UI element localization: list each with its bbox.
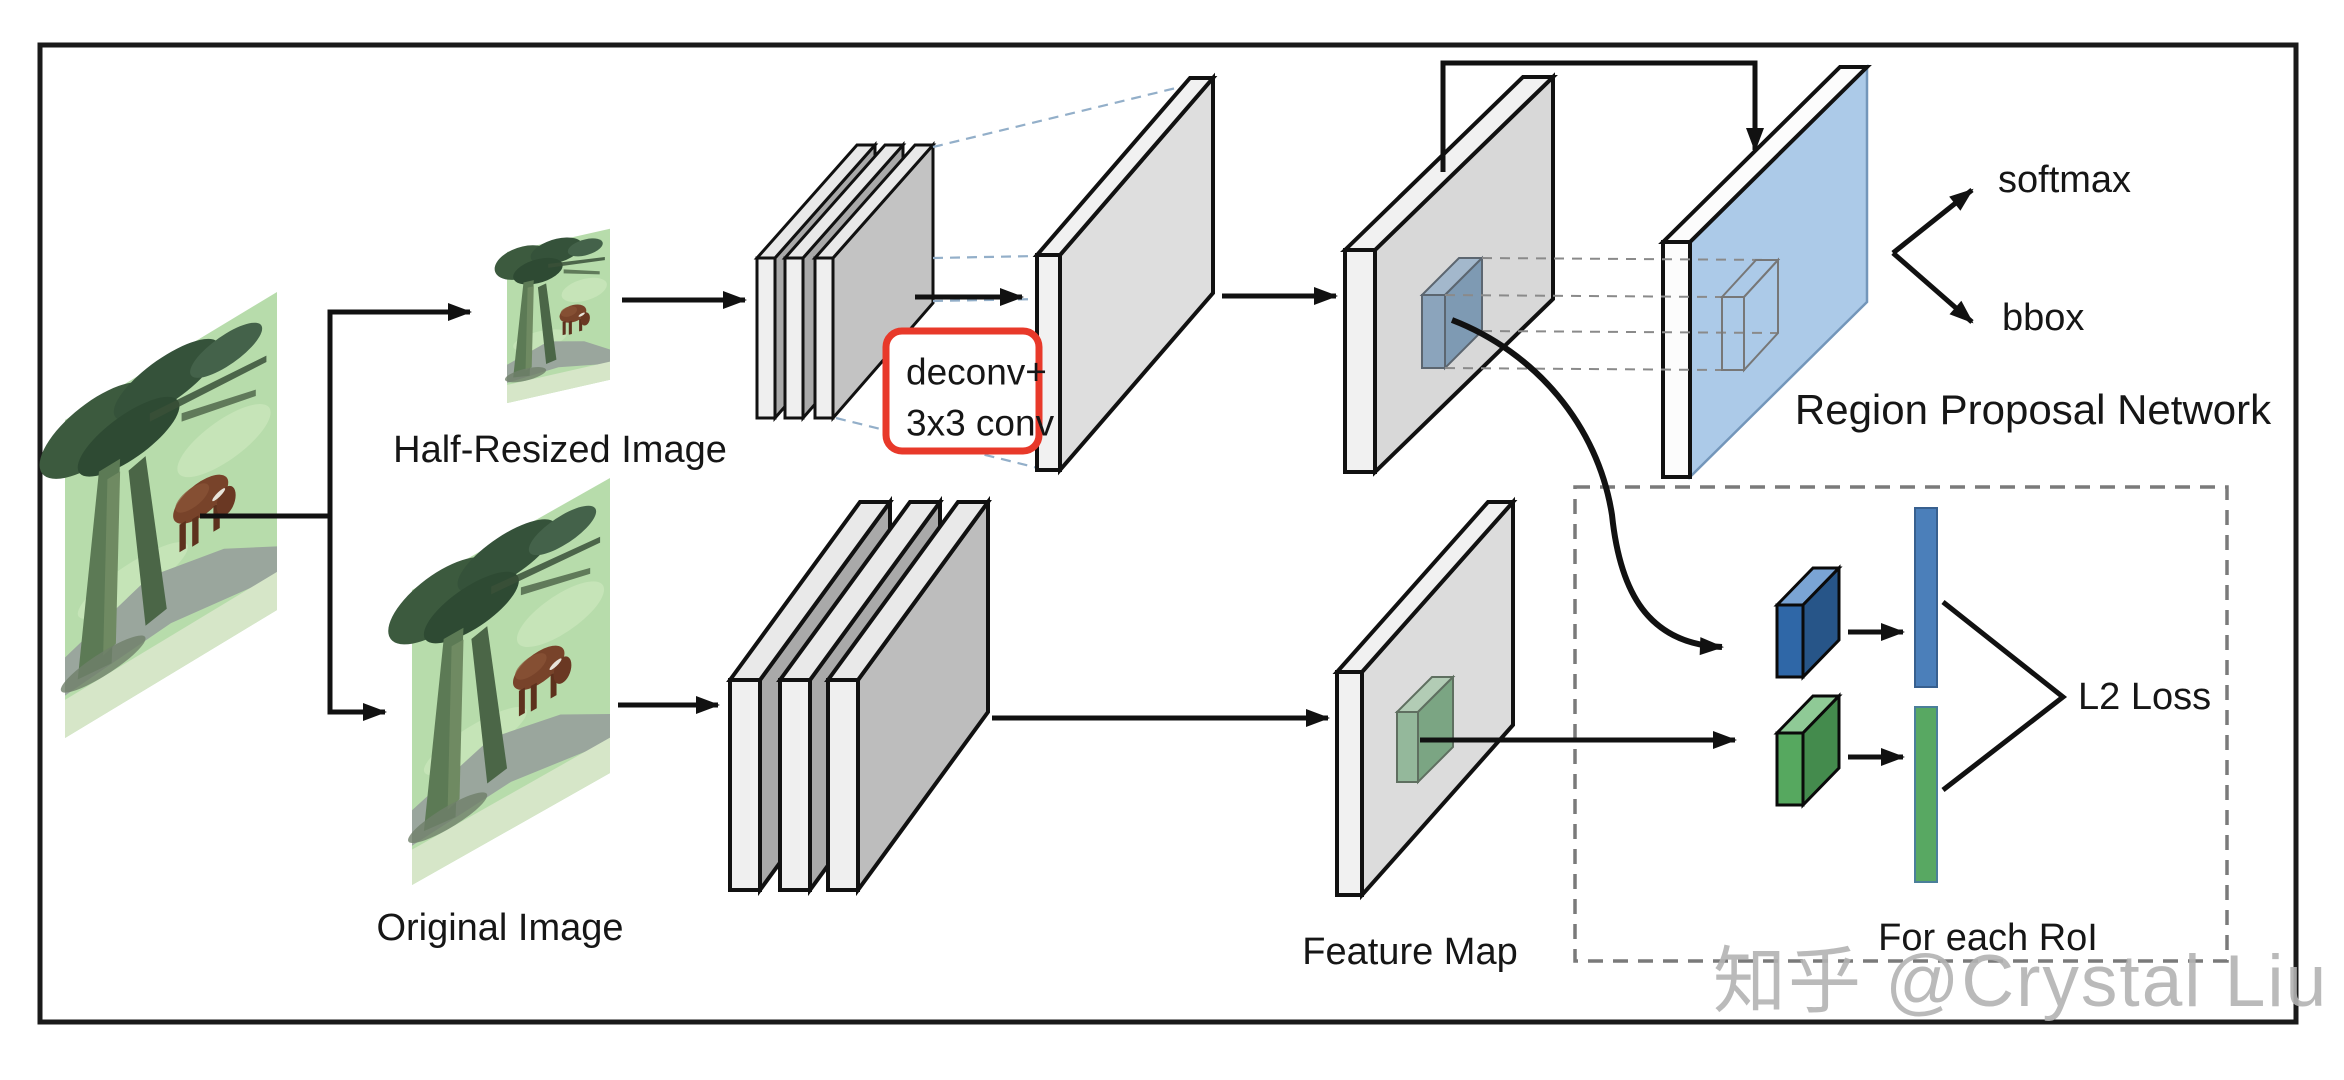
half-resized-image-label: Half-Resized Image [393,429,727,471]
blue-vector-bar [1914,507,1938,688]
original-photo [388,474,610,899]
watermark: 知乎 @Crystal Liu [1713,941,2329,1022]
bbox-label: bbox [2002,297,2085,339]
half-resized-photo [494,226,610,406]
bbox-arrow [1891,251,1974,324]
roi-cube-blue [1773,564,1843,681]
deconv-label-box [882,327,1043,455]
roi-dashed-box [1573,485,2229,963]
l2-loss-label: L2 Loss [2078,676,2212,718]
softmax-label: softmax [1998,159,2132,201]
branch-connector [200,303,472,721]
source-photo [39,287,278,754]
roi-window-wireframe [1719,257,1781,373]
arrow-to-original [327,516,387,721]
deconv-label-line1: deconv+ [906,351,1047,393]
deconv-slab [1032,72,1218,476]
softmax-arrow [1891,188,1974,255]
for-each-roi-label: For each RoI [1878,917,2098,959]
feature-map-label: Feature Map [1302,931,1518,973]
blue-feature-cube [1419,255,1485,371]
l2-converge-lines [1941,600,2068,792]
anchor-projection-dashes [1444,257,1779,371]
figure-border [37,42,2299,1025]
region-proposal-network-label: Region Proposal Network [1794,386,2272,433]
conv-stack-bottom [726,495,992,897]
flow-arrows [618,287,1338,727]
conv-stack-top [753,141,937,423]
rpn-output-arrows [1891,188,1974,324]
green-vector-bar [1914,706,1938,883]
curved-roi-arrow [1450,317,1724,656]
roi-cube-green [1773,692,1843,809]
deconv-label-line2: 3x3 conv [906,402,1055,444]
skip-connection-arrow [1440,60,1764,172]
green-feature-cube [1394,674,1456,785]
original-image-label: Original Image [376,907,624,949]
arrow-to-half-resized [327,303,472,516]
